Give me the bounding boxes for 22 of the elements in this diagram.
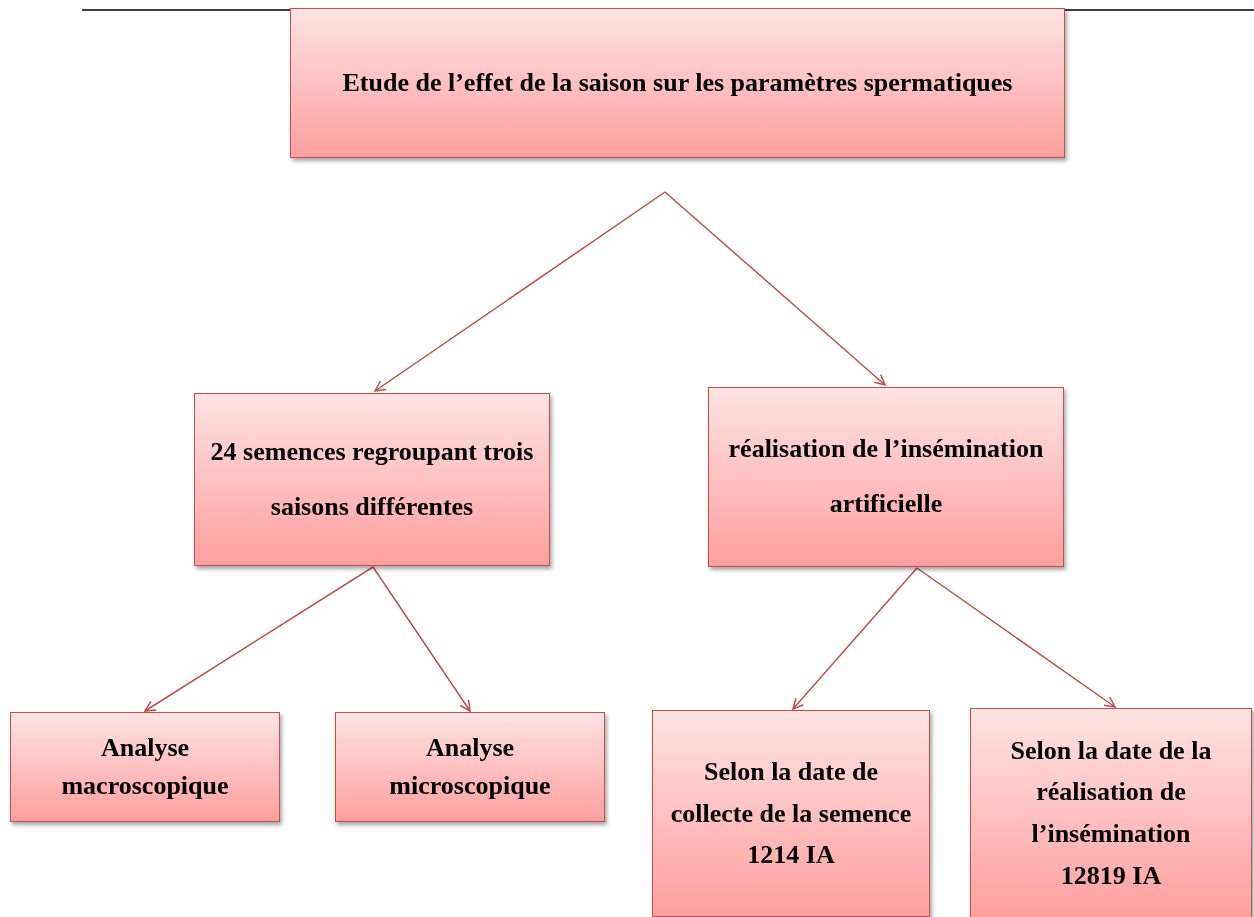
box-text: Etude de l’effet de la saison sur les paramètres spermatiques <box>342 67 1013 100</box>
box-text: Analyse macroscopique <box>60 732 230 802</box>
process-box <box>10 712 280 822</box>
process-box <box>652 710 930 917</box>
box-text: 24 semences regroupant trois saisons différentes <box>209 435 535 523</box>
process-box <box>708 387 1064 567</box>
arrow <box>664 191 886 386</box>
box-text: Selon la date de la réalisation de l’insémination <box>1009 734 1213 850</box>
box-text: réalisation de l’insémination artificielle <box>727 433 1045 520</box>
box-text: 1214 IA <box>747 839 835 872</box>
arrow <box>372 566 471 712</box>
arrow <box>916 567 1116 708</box>
process-box <box>335 712 605 822</box>
process-box <box>290 8 1065 158</box>
box-text: Selon la date de collecte de la semence <box>669 756 913 830</box>
box-text: 12819 IA <box>1060 859 1162 892</box>
arrow <box>144 566 374 712</box>
box-text: Analyse microscopique <box>388 732 552 802</box>
process-box <box>970 708 1252 917</box>
arrow <box>792 567 918 710</box>
process-box <box>194 393 550 566</box>
arrow <box>374 191 666 392</box>
